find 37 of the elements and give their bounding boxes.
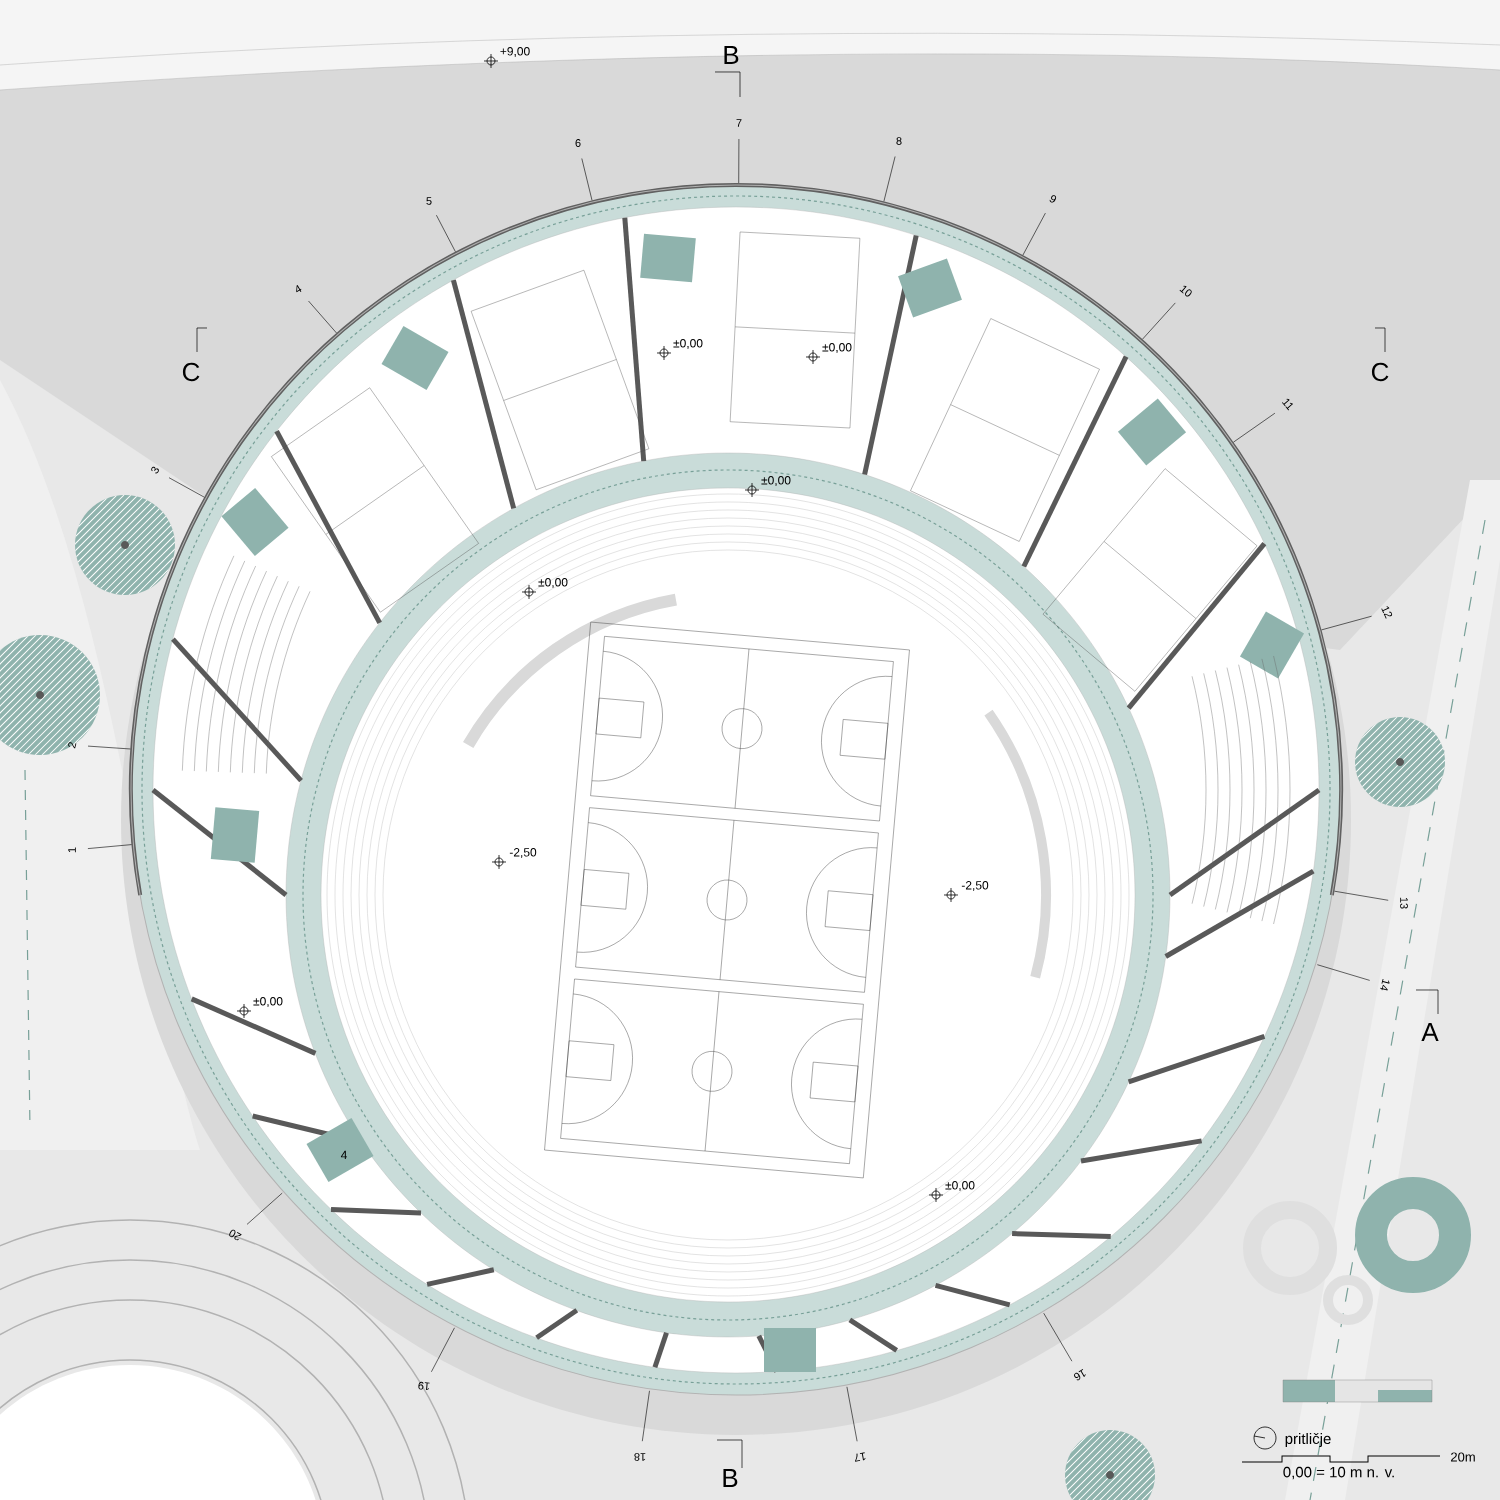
grid-axis-number: 7 bbox=[736, 119, 742, 127]
grid-axis-number: 10 bbox=[1179, 285, 1192, 297]
grid-axis-number: 1 bbox=[68, 847, 76, 853]
floor-name: pritličje bbox=[1285, 1433, 1331, 1447]
grid-axis-number: 16 bbox=[1074, 1369, 1086, 1381]
section-letter: C bbox=[1371, 362, 1389, 382]
grid-axis-number: 13 bbox=[1400, 897, 1408, 909]
grid-axis-number: 18 bbox=[634, 1453, 646, 1461]
elevation-label: ±0,00 bbox=[538, 578, 568, 588]
elevation-label: ±0,00 bbox=[673, 339, 703, 349]
grid-axis-number: 11 bbox=[1282, 398, 1294, 411]
elevation-label: ±0,00 bbox=[945, 1181, 975, 1191]
elevation-label: +9,00 bbox=[500, 47, 530, 57]
grid-axis-number: 14 bbox=[1380, 978, 1390, 991]
grid-axis-number: 12 bbox=[1381, 606, 1393, 619]
grid-axis-number: 20 bbox=[229, 1229, 242, 1241]
grid-axis-number: 3 bbox=[151, 466, 159, 474]
grid-axis-number: 4 bbox=[296, 284, 302, 293]
section-letter: A bbox=[1421, 1023, 1439, 1041]
section-letter: B bbox=[724, 46, 739, 64]
grid-axis-number: 17 bbox=[855, 1452, 866, 1462]
elevation-label: -2,50 bbox=[961, 881, 989, 891]
elevation-label: ±0,00 bbox=[761, 476, 791, 486]
grid-axis-number: 19 bbox=[418, 1381, 430, 1391]
room-number: 4 bbox=[340, 1150, 347, 1160]
grid-axis-number: 6 bbox=[575, 139, 581, 147]
elevation-label: ±0,00 bbox=[253, 997, 283, 1007]
grid-axis-number: 2 bbox=[68, 742, 77, 749]
section-letter: C bbox=[182, 362, 200, 382]
grid-axis-number: 8 bbox=[896, 137, 902, 145]
grid-axis-number: 9 bbox=[1049, 195, 1057, 203]
elevation-label: -2,50 bbox=[509, 848, 537, 858]
elevation-label: ±0,00 bbox=[822, 343, 852, 353]
section-letter: B bbox=[723, 1469, 738, 1487]
scale-label: 20m bbox=[1451, 1452, 1475, 1462]
datum-note: 0,00 = 10 m n. v. bbox=[1283, 1466, 1394, 1480]
grid-axis-number: 5 bbox=[426, 197, 432, 205]
